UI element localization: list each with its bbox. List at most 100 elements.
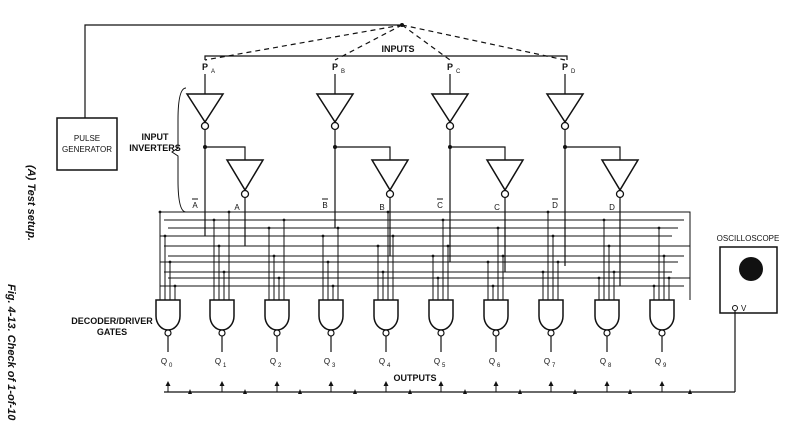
inverter-1-bubble-c [445, 121, 455, 131]
pulse-generator-lead [84, 24, 402, 118]
gate-7-tap-3 [556, 260, 560, 264]
nand-gate-7 [538, 299, 564, 331]
output-arrowhead-8 [604, 381, 610, 386]
dashed-line-c [401, 24, 451, 61]
inverter-1-bubble-b [330, 121, 340, 131]
nand-bubble-5 [437, 329, 445, 337]
branch-line-c [450, 146, 506, 160]
gate-2-tap-1 [272, 254, 276, 258]
bus-arrowhead-0 [188, 389, 192, 394]
gate-0-tap-2 [168, 260, 172, 264]
gate-5-tap-1 [436, 276, 440, 280]
input-inverters-label-2: INVERTERS [129, 143, 181, 153]
pin-subscript-a: A [211, 69, 215, 75]
pin-label-c: P [447, 62, 453, 72]
dashed-line-b [334, 24, 403, 61]
nand-gate-4 [373, 299, 399, 331]
gate-3-tap-1 [326, 260, 330, 264]
oscilloscope-label: OSCILLOSCOPE [717, 234, 780, 243]
output-label-q1: Q [215, 357, 221, 366]
gate-9-tap-0 [652, 284, 656, 288]
gate-9-tap-1 [657, 226, 661, 230]
nand-bubble-2 [273, 329, 281, 337]
inverter-2-b [370, 159, 410, 192]
gate-0-tap-0 [158, 210, 162, 214]
signal-complement-a: A [192, 201, 198, 210]
gate-1-tap-2 [222, 270, 226, 274]
output-label-q4: Q [379, 357, 385, 366]
output-arrowhead-5 [438, 381, 444, 386]
branch-line-b [335, 146, 391, 160]
nand-bubble-9 [658, 329, 666, 337]
decoder-gates-label-2: GATES [97, 327, 127, 337]
gate-9-tap-2 [662, 254, 666, 258]
output-label-q6: Q [489, 357, 495, 366]
nand-gate-8 [594, 299, 620, 331]
gate-4-tap-2 [386, 210, 390, 214]
branch-line-a [205, 146, 246, 160]
gate-0-tap-1 [163, 234, 167, 238]
output-arrowhead-4 [383, 381, 389, 386]
output-arrowhead-9 [659, 381, 665, 386]
output-subscript-q0: 0 [169, 363, 173, 369]
signal-complement-b: B [322, 201, 327, 210]
gate-3-tap-2 [331, 284, 335, 288]
inverter-2-bubble-b [385, 189, 395, 199]
gate-2-tap-0 [267, 226, 271, 230]
bus-arrowhead-3 [353, 389, 357, 394]
gate-1-tap-0 [212, 218, 216, 222]
gate-1-tap-1 [217, 244, 221, 248]
bus-arrowhead-6 [518, 389, 522, 394]
output-subscript-q3: 3 [332, 363, 336, 369]
output-label-q0: Q [161, 357, 167, 366]
gate-5-tap-3 [446, 244, 450, 248]
gate-2-tap-3 [282, 218, 286, 222]
signal-true-d: D [609, 203, 615, 212]
inverter-1-a [185, 93, 225, 124]
inverter-2-c [485, 159, 525, 192]
gate-3-tap-0 [321, 234, 325, 238]
inverter-1-d [545, 93, 585, 124]
gate-1-tap-3 [227, 210, 231, 214]
pin-subscript-d: D [571, 69, 576, 75]
output-label-q9: Q [655, 357, 661, 366]
gate-9-tap-3 [667, 276, 671, 280]
output-label-q2: Q [270, 357, 276, 366]
inverter-1-b [315, 93, 355, 124]
nand-bubble-4 [382, 329, 390, 337]
dashed-line-d [401, 24, 566, 61]
bus-arrowhead-4 [408, 389, 412, 394]
bus-arrowhead-1 [243, 389, 247, 394]
output-subscript-q8: 8 [608, 363, 612, 369]
gate-2-tap-2 [277, 276, 281, 280]
gate-7-tap-2 [551, 234, 555, 238]
gate-0-tap-3 [173, 284, 177, 288]
output-subscript-q4: 4 [387, 363, 391, 369]
input-inverters-bracket [171, 87, 187, 213]
inverter-1-bubble-a [200, 121, 210, 131]
inputs-brace [204, 55, 568, 60]
nand-bubble-0 [164, 329, 172, 337]
gate-5-tap-2 [441, 218, 445, 222]
output-subscript-q7: 7 [552, 363, 556, 369]
nand-bubble-6 [492, 329, 500, 337]
output-arrowhead-2 [274, 381, 280, 386]
bus-arrowhead-8 [628, 389, 632, 394]
output-label-q7: Q [544, 357, 550, 366]
output-arrows [165, 381, 692, 394]
output-arrowhead-7 [548, 381, 554, 386]
output-label-q8: Q [600, 357, 606, 366]
gate-6-tap-3 [501, 254, 505, 258]
bus-arrowhead-5 [463, 389, 467, 394]
gate-6-tap-1 [491, 284, 495, 288]
inverter-2-a [225, 159, 265, 192]
signal-bus [160, 211, 691, 300]
outputs-label: OUTPUTS [393, 373, 436, 383]
output-label-q5: Q [434, 357, 440, 366]
gate-8-tap-0 [597, 276, 601, 280]
gate-4-tap-1 [381, 270, 385, 274]
output-subscript-q9: 9 [663, 363, 667, 369]
oscilloscope-screen [739, 257, 763, 281]
nand-gate-0 [155, 299, 181, 331]
